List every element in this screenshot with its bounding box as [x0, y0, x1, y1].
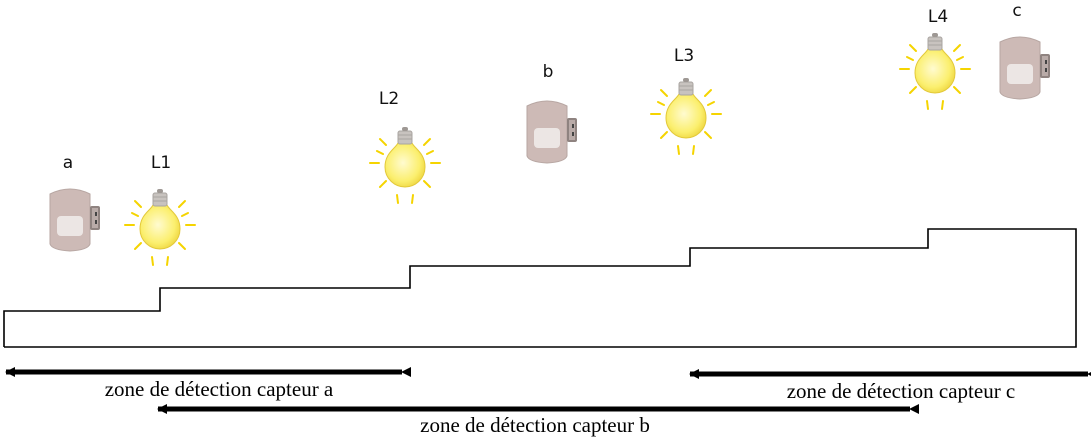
zone-label-c: zone de détection capteur c	[787, 379, 1016, 403]
sensor-label-b: b	[543, 62, 554, 82]
sensor-b	[526, 100, 578, 164]
sensor-label-c: c	[1012, 1, 1021, 21]
lamp-l4	[899, 32, 971, 110]
lamp-label-l4: L4	[928, 7, 948, 27]
lamp-label-l1: L1	[151, 153, 171, 173]
lamp-label-l3: L3	[674, 46, 694, 66]
lamp-l3	[650, 77, 722, 155]
staircase-outline	[3, 228, 1077, 348]
zone-label-b: zone de détection capteur b	[420, 413, 650, 437]
lamp-label-l2: L2	[379, 89, 399, 109]
lamp-l2	[369, 126, 441, 204]
sensor-a	[49, 188, 101, 252]
sensor-label-a: a	[63, 153, 73, 173]
lamp-l1	[124, 188, 196, 266]
zone-label-a: zone de détection capteur a	[105, 377, 334, 401]
sensor-c	[999, 36, 1051, 100]
